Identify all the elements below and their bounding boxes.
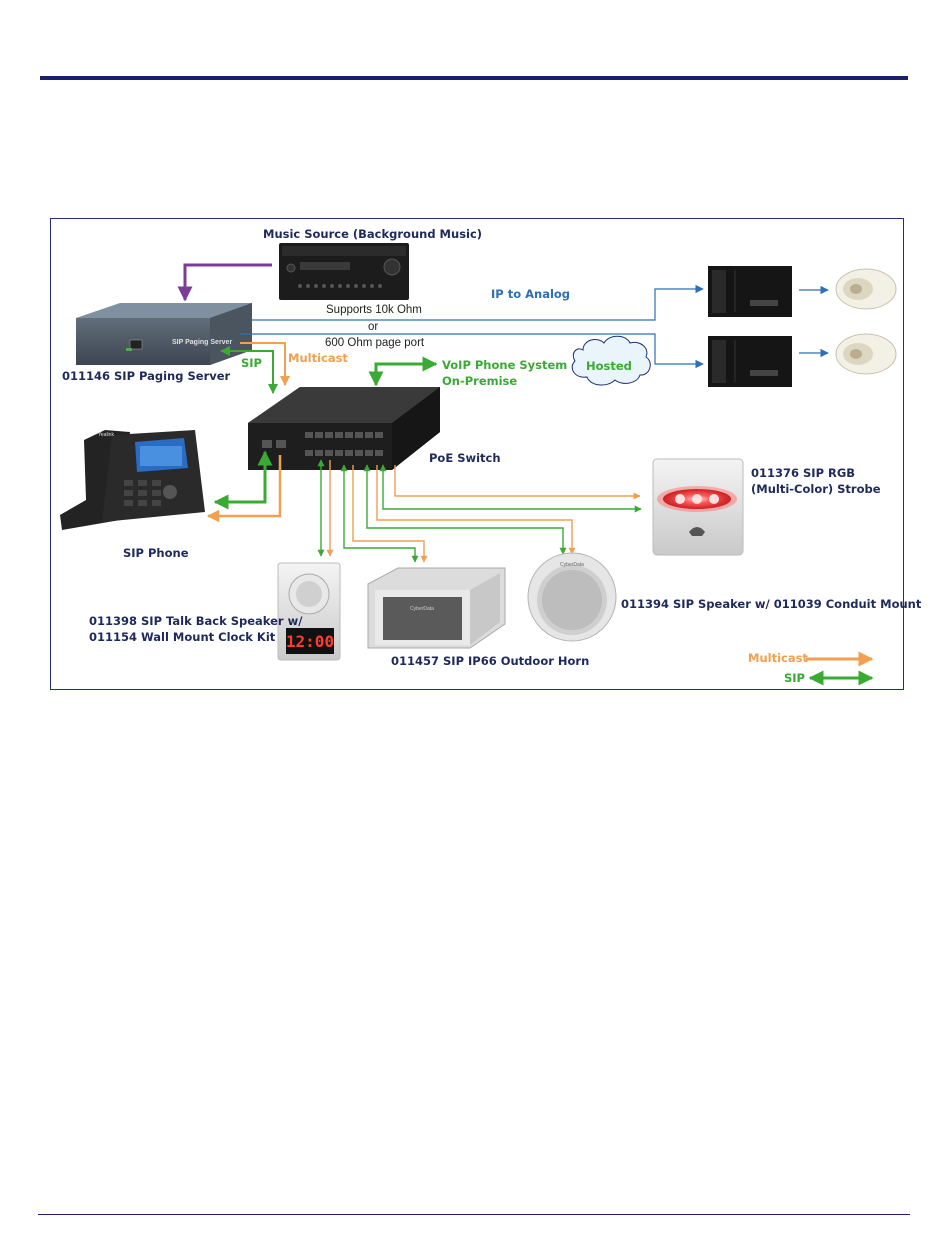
ip-analog-adapter-2 (708, 336, 792, 387)
multicast-strobe-arrow (394, 465, 641, 500)
sip-server-switch-arrow (220, 346, 278, 394)
legend-sip-label: SIP (784, 671, 805, 685)
sip-phone-label: SIP Phone (123, 546, 189, 560)
phone-brand: Yealink (98, 432, 114, 438)
paging-server-device: SIP Paging Server (76, 303, 252, 365)
multicast-speaker-arrow (376, 465, 576, 555)
strobe-label-line1: 011376 SIP RGB (751, 466, 855, 480)
conduit-speaker-device: CyberData (527, 552, 617, 642)
clock-display: 12:00 (286, 632, 334, 651)
music-source-device (279, 243, 409, 300)
talkback-speaker-device: 12:00 (277, 562, 341, 661)
header-rule (40, 76, 908, 80)
talkback-label-line1: 011398 SIP Talk Back Speaker w/ (89, 614, 303, 628)
analog-line-1 (252, 284, 704, 321)
paging-server-label: 011146 SIP Paging Server (62, 369, 231, 383)
voip-link-arrow (368, 356, 438, 387)
legend-multicast-label: Multicast (748, 651, 808, 665)
multicast-server-label: Multicast (288, 351, 348, 365)
analog-line-2 (240, 333, 704, 369)
sip-phone-switch-arrow (213, 450, 273, 510)
sip-server-label: SIP (241, 356, 262, 370)
ip-to-analog-label: IP to Analog (491, 287, 570, 301)
voip-label-line1: VoIP Phone System or (442, 358, 585, 372)
talkback-label-line2: 011154 Wall Mount Clock Kit (89, 630, 276, 644)
outdoor-horn-device: CyberData (367, 567, 506, 649)
poe-switch-device (248, 387, 440, 470)
analog-horn-speaker-1 (835, 268, 897, 310)
sip-strobe-arrow (379, 464, 642, 513)
outdoor-horn-label: 011457 SIP IP66 Outdoor Horn (391, 654, 589, 668)
rgb-strobe-device (652, 458, 744, 556)
ip-analog-adapter-1 (708, 266, 792, 317)
speaker-brand: CyberData (560, 562, 584, 568)
music-source-label: Music Source (Background Music) (263, 227, 482, 241)
paging-server-device-text: SIP Paging Server (172, 339, 232, 346)
sip-speaker-arrow (363, 464, 567, 555)
sip-phone-device: Yealink (60, 430, 205, 530)
or-label: or (368, 321, 378, 333)
music-feed-arrow (177, 263, 272, 302)
multicast-phone-arrow (206, 455, 282, 523)
supports-10k-label: Supports 10k Ohm (326, 304, 422, 316)
poe-switch-label: PoE Switch (429, 451, 501, 465)
page-port-label: 600 Ohm page port (325, 337, 425, 349)
multicast-server-switch-arrow (240, 342, 290, 386)
footer-rule (38, 1214, 910, 1215)
horn-brand: CyberData (410, 606, 434, 612)
strobe-label-line2: (Multi-Color) Strobe (751, 482, 881, 496)
voip-label-line2: On-Premise (442, 374, 517, 388)
legend: Multicast SIP (748, 651, 874, 686)
hosted-cloud (571, 335, 651, 386)
diagram-frame (50, 218, 904, 690)
hosted-label: Hosted (586, 359, 632, 373)
analog-horn-speaker-2 (835, 333, 897, 375)
conduit-speaker-label: 011394 SIP Speaker w/ 011039 Conduit Mou… (621, 597, 922, 611)
sip-horn-arrow (340, 464, 419, 563)
